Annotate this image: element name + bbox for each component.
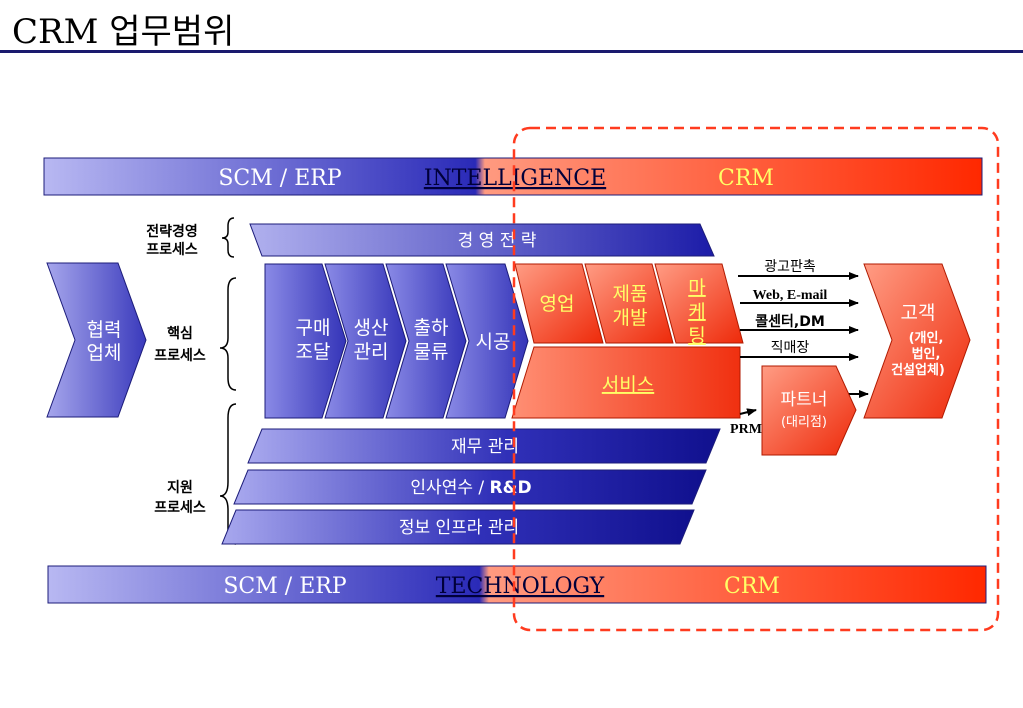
production-chevron	[324, 263, 407, 419]
crm-process-shapes: 영업 제품 개발 마 케 팅 서비스	[511, 263, 744, 419]
core-process-chevrons: 구매 조달 생산 관리 출하 물류 시공	[264, 263, 529, 419]
support-process-bars: 재무 관리 인사연수 / R&D 정보 인프라 관리	[221, 428, 721, 545]
core-brace	[219, 277, 237, 391]
marketing-label-line2: 케	[688, 301, 705, 323]
bottom-band: SCM / ERP TECHNOLOGY CRM	[47, 565, 987, 604]
customer-title: 고객	[901, 302, 936, 324]
construction-label: 시공	[476, 331, 511, 353]
bottom-band-right-label: CRM	[724, 574, 780, 599]
service-shape	[511, 346, 741, 419]
support-process-label-line2: 프로세스	[154, 500, 206, 516]
partner-subtitle: (대리점)	[781, 415, 827, 430]
channel-label-2: Web, E-mail	[753, 288, 828, 303]
hr-rd-label-bold: R&D	[490, 478, 532, 498]
bottom-band-left-label: SCM / ERP	[223, 574, 346, 599]
management-strategy-label: 경 영 전 략	[458, 231, 537, 251]
service-label: 서비스	[602, 374, 654, 396]
channel-arrows: 광고판촉 Web, E-mail 콜센터,DM 직매장	[738, 259, 859, 361]
sales-shape	[514, 263, 604, 344]
customer-chevron: 고객 (개인, 법인, 건설업체)	[863, 263, 971, 419]
top-band-right-label: CRM	[718, 166, 774, 191]
support-process-label-line1: 지원	[167, 480, 193, 496]
shipping-label-line1: 출하	[414, 317, 449, 339]
purchase-label-line2: 조달	[296, 341, 331, 363]
channel-label-4: 직매장	[771, 340, 810, 356]
channel-label-3: 콜센터,DM	[755, 314, 825, 330]
marketing-label-line3: 팅	[688, 325, 705, 347]
customer-line-3: 건설업체)	[891, 362, 945, 378]
management-strategy-bar: 경 영 전 략	[249, 223, 715, 257]
strategy-process-label-line2: 프로세스	[146, 242, 198, 258]
prm-label: PRM	[730, 422, 762, 437]
prm-section: PRM 파트너 (대리점)	[730, 365, 869, 456]
partner-company-label-line2: 업체	[87, 342, 122, 364]
braces	[219, 217, 237, 545]
hr-rd-label-text: 인사연수 /	[410, 478, 489, 498]
shipping-label-line2: 물류	[414, 341, 449, 363]
finance-bar	[247, 428, 721, 464]
crm-scope-dashed-border	[512, 126, 1000, 632]
core-process-label-line1: 핵심	[167, 326, 193, 342]
page-title: CRM 업무범위	[12, 12, 235, 52]
purchase-label-line1: 구매	[296, 317, 331, 339]
prm-arrow	[739, 408, 757, 417]
customer-shape	[863, 263, 971, 419]
shipping-chevron	[385, 263, 467, 419]
product-dev-label-line2: 개발	[613, 307, 648, 329]
infra-bar	[221, 509, 695, 545]
top-band-left-label: SCM / ERP	[218, 166, 341, 191]
sales-label: 영업	[540, 293, 575, 315]
marketing-shape	[654, 263, 744, 344]
customer-line-2: 법인,	[912, 346, 941, 362]
partner-company-shape	[46, 262, 147, 418]
infra-label: 정보 인프라 관리	[399, 518, 519, 538]
bottom-band-center-label: TECHNOLOGY	[436, 574, 605, 599]
partner-company-label-line1: 협력	[87, 319, 122, 341]
strategy-brace	[221, 217, 235, 258]
construction-chevron	[445, 263, 529, 419]
hr-rd-bar	[233, 469, 707, 505]
product-dev-shape	[584, 263, 674, 344]
marketing-label-line1: 마	[688, 277, 705, 299]
product-dev-label-line1: 제품	[613, 283, 648, 305]
partner-shape	[761, 365, 857, 456]
purchase-chevron	[264, 263, 347, 419]
title-underline	[0, 50, 1023, 53]
finance-label: 재무 관리	[451, 437, 519, 457]
channel-label-1: 광고판촉	[764, 259, 816, 275]
core-process-label-line2: 프로세스	[154, 348, 206, 364]
customer-line-1: (개인,	[909, 330, 944, 346]
process-labels: 전략경영 프로세스 핵심 프로세스 지원 프로세스	[146, 223, 206, 516]
management-strategy-shape	[249, 223, 715, 257]
strategy-process-label-line1: 전략경영	[146, 223, 198, 240]
bottom-band-bar	[47, 565, 987, 604]
production-label-line2: 관리	[354, 341, 389, 363]
hr-rd-label: 인사연수 / R&D	[410, 478, 531, 498]
partner-company-chevron: 협력 업체	[46, 262, 147, 418]
partner-title: 파트너	[781, 390, 828, 410]
production-label-line1: 생산	[354, 317, 389, 339]
